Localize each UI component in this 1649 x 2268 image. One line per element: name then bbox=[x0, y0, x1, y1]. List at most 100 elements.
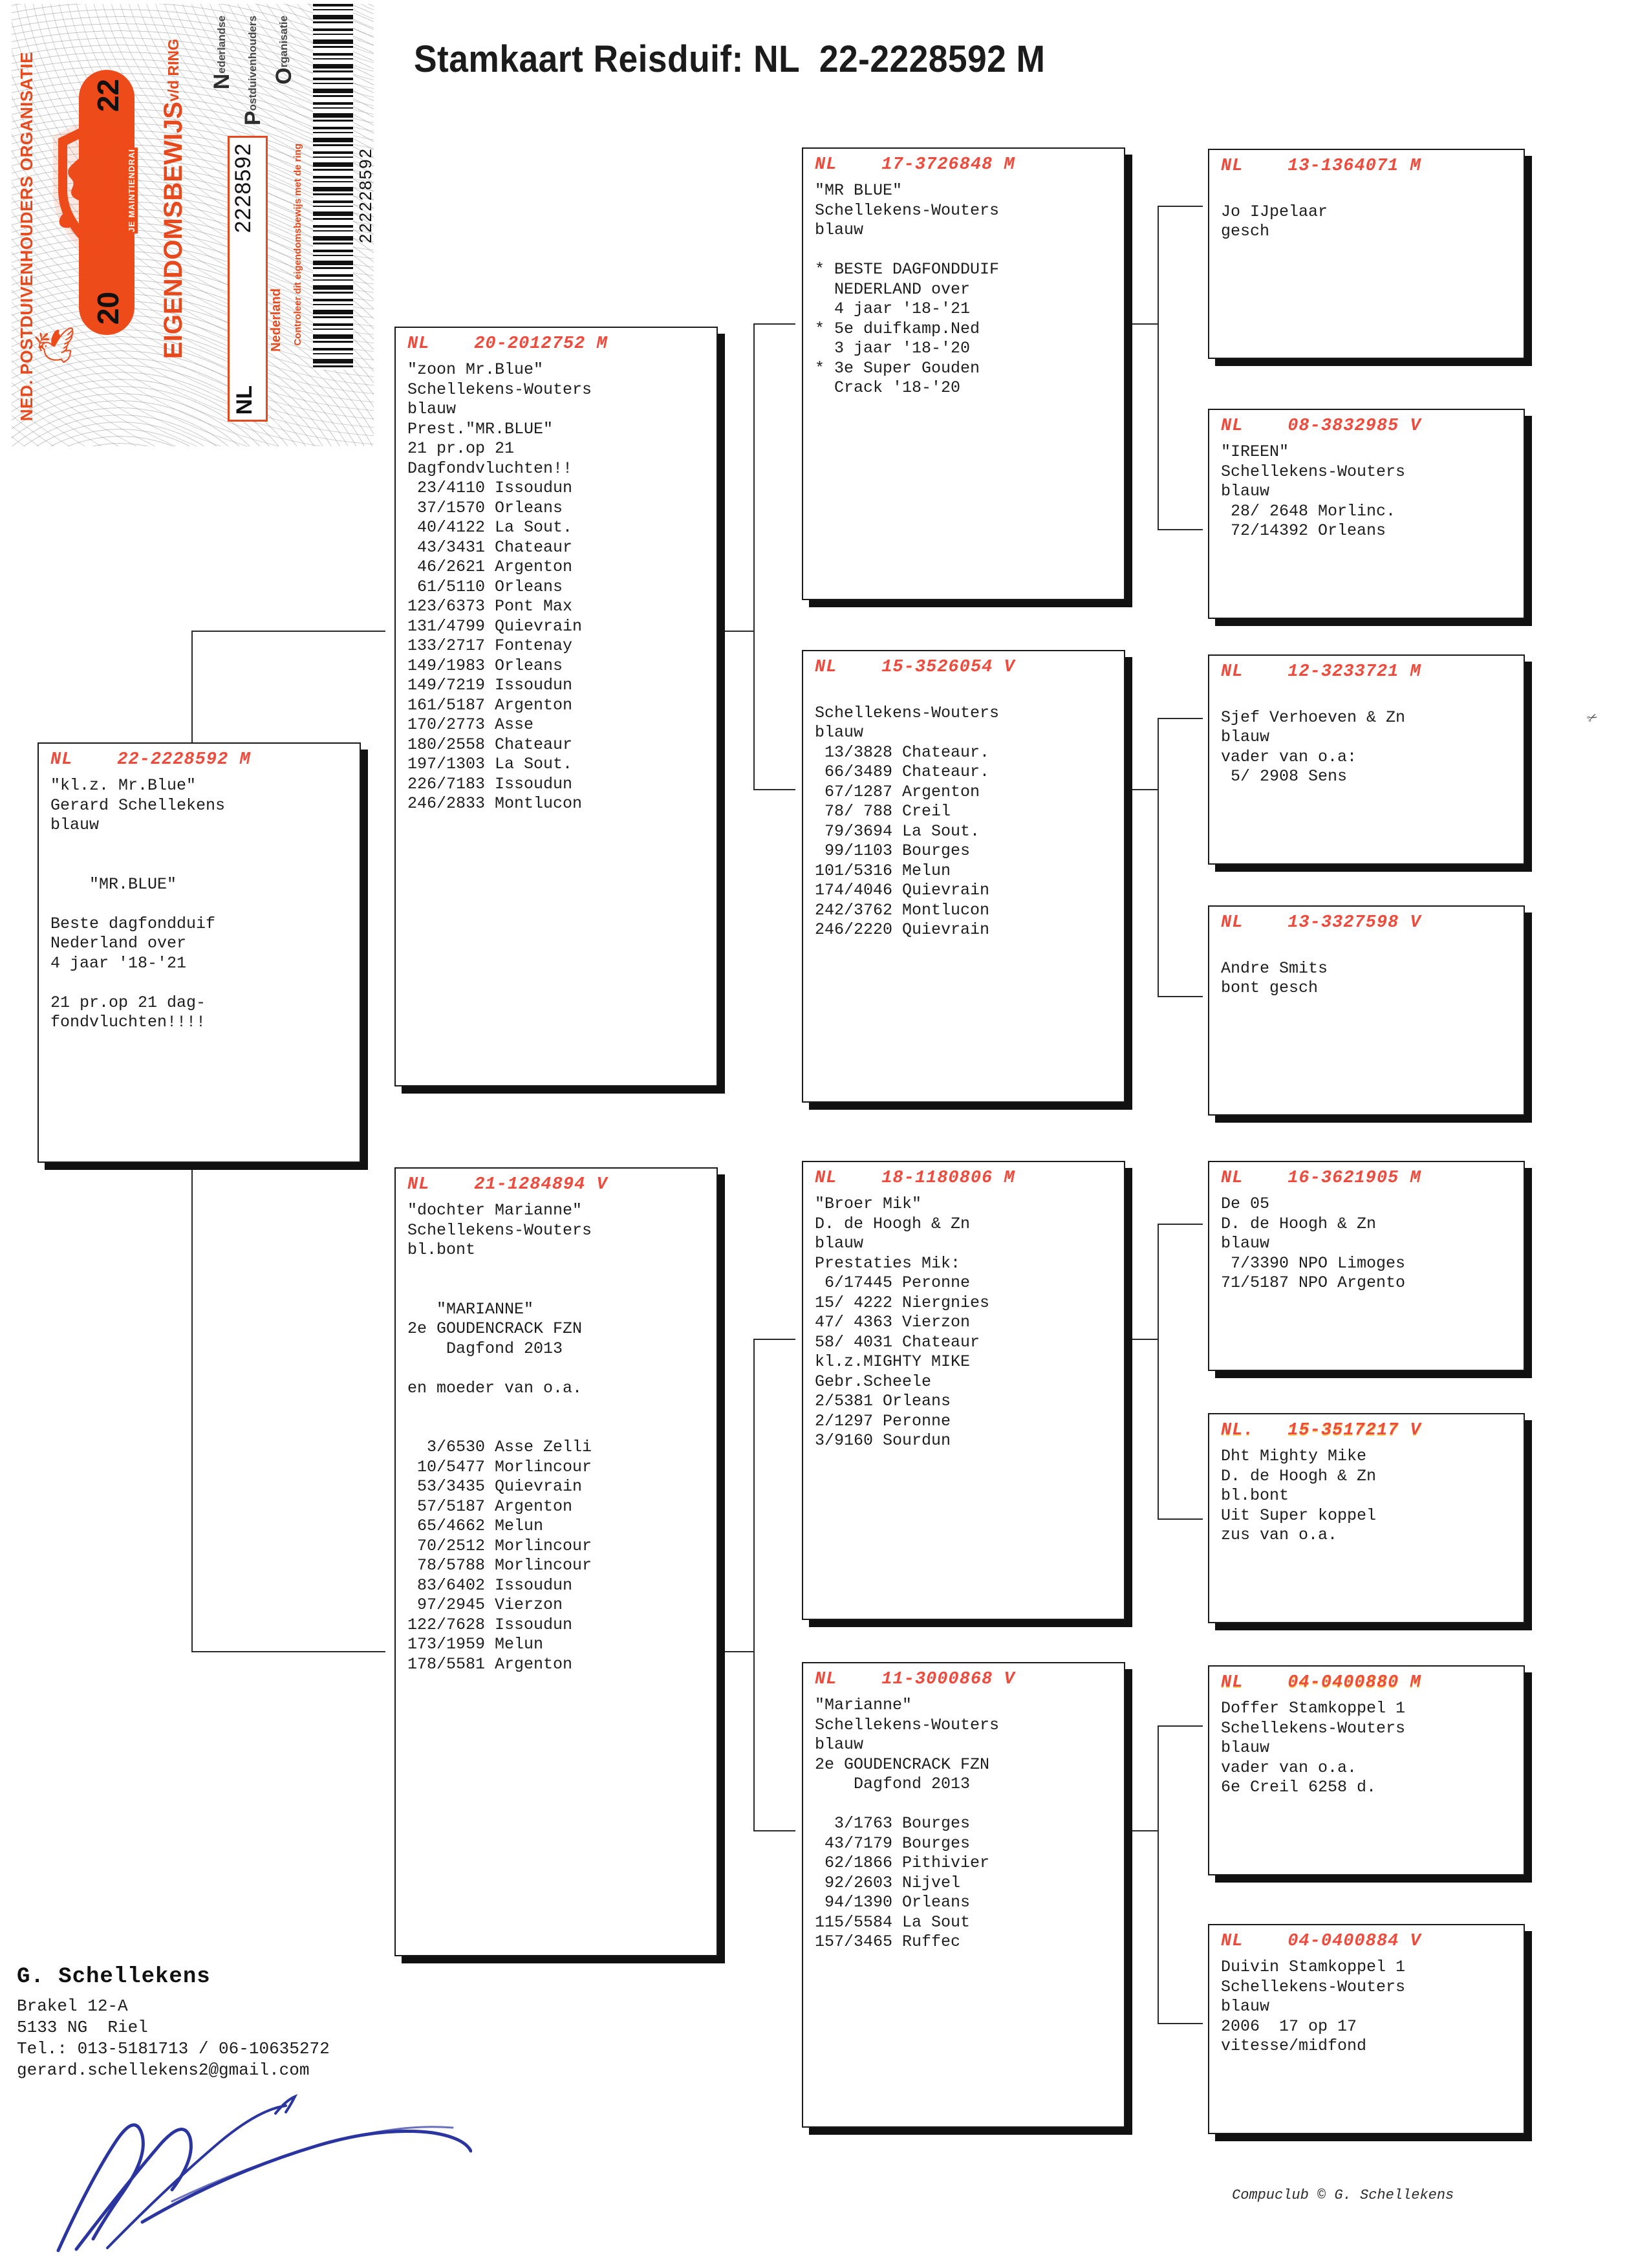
npo-word-organisatie: rganisatie bbox=[277, 16, 290, 68]
connector-gmpat-ggp bbox=[1158, 718, 1159, 996]
ring-number-ggp4: NL 13-3327598 V bbox=[1221, 913, 1421, 933]
connector-to-father bbox=[191, 631, 385, 632]
details-grandfather-paternal: "MR BLUE" Schellekens-Wouters blauw * BE… bbox=[815, 181, 1000, 397]
pedigree-box-grandfather-maternal[interactable]: NL 18-1180806 M "Broer Mik" D. de Hoogh … bbox=[802, 1161, 1125, 1620]
stamp-notice-text: Controleer dit eigendomsbewijs met de ri… bbox=[292, 144, 303, 346]
connector-to-ggp6 bbox=[1158, 1518, 1203, 1520]
connector-gfmat-ggp bbox=[1158, 1224, 1159, 1518]
details-ggp8: Duivin Stamkoppel 1 Schellekens-Wouters … bbox=[1221, 1958, 1406, 2055]
compuclub-credit: Compuclub © G. Schellekens bbox=[1232, 2187, 1454, 2203]
details-subject: "kl.z. Mr.Blue" Gerard Schellekens blauw… bbox=[50, 776, 226, 1031]
ring-number-ggp7: NL 04-0400880 M bbox=[1221, 1673, 1421, 1692]
connector-gfpat-ggp bbox=[1158, 206, 1159, 529]
connector-to-ggp4 bbox=[1158, 996, 1203, 997]
barcode-number: 222228592 bbox=[356, 147, 374, 244]
stamp-country-name: Nederland bbox=[269, 288, 283, 352]
pedigree-box-ggp7[interactable]: NL 04-0400880 M Doffer Stamkoppel 1 Sche… bbox=[1208, 1665, 1525, 1875]
ring-number-ggp2: NL 08-3832985 V bbox=[1221, 416, 1421, 436]
dutch-lion-crest-icon bbox=[53, 118, 128, 259]
handwritten-signature bbox=[56, 2094, 472, 2252]
ring-year-bottom: 20 bbox=[91, 291, 125, 325]
pedigree-box-ggp4[interactable]: NL 13-3327598 V Andre Smits bont gesch bbox=[1208, 905, 1525, 1116]
ring-number-grandmother-maternal: NL 11-3000868 V bbox=[815, 1670, 1015, 1689]
ring-number-frame: NL 2228592 bbox=[228, 136, 268, 422]
details-ggp4: Andre Smits bont gesch bbox=[1221, 958, 1328, 998]
connector-father-gp bbox=[753, 323, 755, 789]
barcode-icon bbox=[313, 4, 353, 370]
details-ggp7: Doffer Stamkoppel 1 Schellekens-Wouters … bbox=[1221, 1699, 1406, 1797]
pedigree-box-grandfather-paternal[interactable]: NL 17-3726848 M "MR BLUE" Schellekens-Wo… bbox=[802, 147, 1125, 600]
connector-to-ggp5 bbox=[1158, 1224, 1203, 1225]
npo-letter-p: P bbox=[241, 111, 265, 126]
pedigree-box-mother[interactable]: NL 21-1284894 V "dochter Marianne" Schel… bbox=[394, 1167, 718, 1956]
ring-year-top: 22 bbox=[91, 79, 125, 113]
crest-motto: JE MAINTIENDRAI bbox=[125, 147, 138, 234]
ring-capsule-graphic: 22 20 bbox=[79, 70, 135, 335]
connector-father-stub bbox=[700, 631, 753, 632]
details-father: "zoon Mr.Blue" Schellekens-Wouters blauw… bbox=[407, 360, 592, 813]
connector-to-ggp1 bbox=[1158, 206, 1203, 207]
connector-to-ggp2 bbox=[1158, 529, 1203, 530]
stamp-title-main: EIGENDOMSBEWIJS bbox=[159, 102, 188, 359]
connector-to-ggp7 bbox=[1158, 1725, 1203, 1727]
details-grandmother-paternal: Schellekens-Wouters blauw 13/3828 Chatea… bbox=[815, 703, 1000, 940]
pedigree-box-grandmother-paternal[interactable]: NL 15-3526054 V Schellekens-Wouters blau… bbox=[802, 650, 1125, 1103]
npo-acronym-block: Nederlandse Postduivenhouders Organisati… bbox=[206, 9, 303, 138]
pedigree-box-ggp6[interactable]: NL. 15-3517217 V Dht Mighty Mike D. de H… bbox=[1208, 1413, 1525, 1623]
owner-contact-block: G. Schellekens Brakel 12-A 5133 NG Riel … bbox=[17, 1965, 330, 2081]
ring-number-ggp5: NL 16-3621905 M bbox=[1221, 1169, 1421, 1188]
details-grandmother-maternal: "Marianne" Schellekens-Wouters blauw 2e … bbox=[815, 1696, 1000, 1951]
ring-number-grandmother-paternal: NL 15-3526054 V bbox=[815, 658, 1015, 677]
npo-word-nederlandse: ederlandse bbox=[215, 16, 228, 74]
owner-address: Brakel 12-A 5133 NG Riel Tel.: 013-51817… bbox=[17, 1996, 330, 2080]
ring-number-ggp8: NL 04-0400884 V bbox=[1221, 1932, 1421, 1951]
connector-mother-stub bbox=[700, 1651, 753, 1652]
stamp-title-suffix: v/d RING bbox=[165, 39, 182, 102]
connector-mother-gp bbox=[753, 1339, 755, 1830]
npo-line-nederlandse: Nederlandse bbox=[210, 16, 235, 89]
ownership-ring-stamp: NED. POSTDUIVENHOUDERS ORGANISATIE EIGEN… bbox=[12, 4, 374, 446]
pedigree-box-grandmother-maternal[interactable]: NL 11-3000868 V "Marianne" Schellekens-W… bbox=[802, 1662, 1125, 2128]
npo-letter-n: N bbox=[210, 73, 234, 90]
connector-to-ggp8 bbox=[1158, 2023, 1203, 2024]
connector-to-mother bbox=[191, 1651, 385, 1652]
ring-number-grandfather-paternal: NL 17-3726848 M bbox=[815, 155, 1015, 175]
owner-name: G. Schellekens bbox=[17, 1965, 211, 1989]
details-mother: "dochter Marianne" Schellekens-Wouters b… bbox=[407, 1201, 592, 1674]
connector-to-ggp3 bbox=[1158, 718, 1203, 719]
details-ggp3: Sjef Verhoeven & Zn blauw vader van o.a:… bbox=[1221, 707, 1406, 786]
pedigree-box-father[interactable]: NL 20-2012752 M "zoon Mr.Blue" Schelleke… bbox=[394, 327, 718, 1086]
connector-to-gf-mat bbox=[753, 1339, 795, 1340]
connector-to-gm-mat bbox=[753, 1830, 795, 1831]
stamp-organisation-label: NED. POSTDUIVENHOUDERS ORGANISATIE bbox=[17, 52, 36, 422]
ring-number-grandfather-maternal: NL 18-1180806 M bbox=[815, 1169, 1015, 1188]
connector-to-gf-pat bbox=[753, 323, 795, 325]
ring-number-ggp6: NL. 15-3517217 V bbox=[1221, 1421, 1421, 1440]
pedigree-box-ggp3[interactable]: NL 12-3233721 M Sjef Verhoeven & Zn blau… bbox=[1208, 654, 1525, 865]
details-ggp6: Dht Mighty Mike D. de Hoogh & Zn bl.bont… bbox=[1221, 1447, 1377, 1544]
stamp-title-label: EIGENDOMSBEWIJSv/d RING bbox=[159, 39, 188, 359]
ring-number-subject: NL 22-2228592 M bbox=[50, 750, 251, 770]
details-grandfather-maternal: "Broer Mik" D. de Hoogh & Zn blauw Prest… bbox=[815, 1194, 990, 1450]
connector-gmpat-stub bbox=[1122, 789, 1158, 790]
npo-line-postduivenhouders: Postduivenhouders bbox=[241, 16, 266, 125]
npo-line-organisatie: Organisatie bbox=[272, 16, 297, 85]
pedigree-box-ggp5[interactable]: NL 16-3621905 M De 05 D. de Hoogh & Zn b… bbox=[1208, 1161, 1525, 1371]
scissors-icon: ✂ bbox=[1584, 707, 1602, 729]
ring-country-code: NL bbox=[232, 385, 257, 415]
pedigree-box-ggp8[interactable]: NL 04-0400884 V Duivin Stamkoppel 1 Sche… bbox=[1208, 1924, 1525, 2134]
pedigree-box-subject[interactable]: NL 22-2228592 M "kl.z. Mr.Blue" Gerard S… bbox=[38, 742, 361, 1163]
pedigree-box-ggp1[interactable]: NL 13-1364071 M Jo IJpelaar gesch bbox=[1208, 149, 1525, 359]
connector-gmmat-ggp bbox=[1158, 1725, 1159, 2023]
connector-gmmat-stub bbox=[1122, 1830, 1158, 1831]
ring-number-ggp3: NL 12-3233721 M bbox=[1221, 662, 1421, 682]
page-title: Stamkaart Reisduif: NL 22-2228592 M bbox=[414, 38, 1046, 80]
ring-number-mother: NL 21-1284894 V bbox=[407, 1175, 608, 1194]
ring-number-father: NL 20-2012752 M bbox=[407, 334, 608, 354]
ring-number-value: 2228592 bbox=[231, 143, 255, 233]
pigeon-icon: 🕊 bbox=[32, 327, 81, 372]
pedigree-box-ggp2[interactable]: NL 08-3832985 V "IREEN" Schellekens-Wout… bbox=[1208, 409, 1525, 619]
details-ggp1: Jo IJpelaar gesch bbox=[1221, 202, 1328, 241]
details-ggp2: "IREEN" Schellekens-Wouters blauw 28/ 26… bbox=[1221, 442, 1406, 540]
npo-word-postduivenhouders: ostduivenhouders bbox=[246, 16, 259, 111]
